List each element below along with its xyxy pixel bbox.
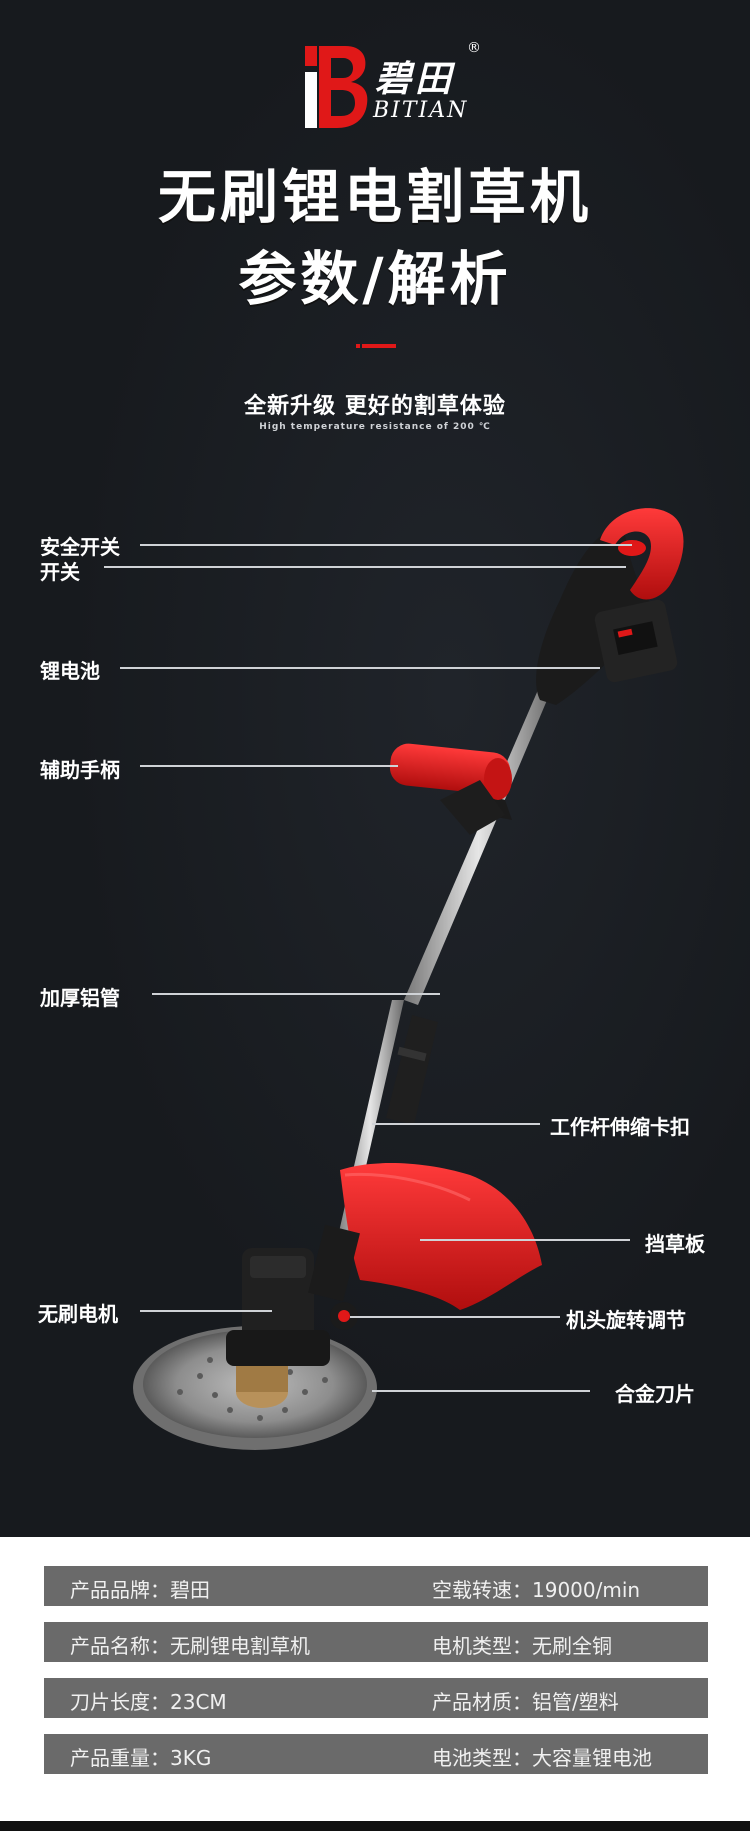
callout-head-rotate: 机头旋转调节 [566, 1308, 686, 1332]
brand-logo-mark-icon [305, 46, 368, 128]
callout-guard: 挡草板 [645, 1232, 705, 1256]
callout-motor: 无刷电机 [38, 1302, 118, 1326]
spec-weight: 产品重量：3KG [70, 1746, 212, 1770]
spec-speed: 空载转速：19000/min [432, 1578, 641, 1602]
red-divider [362, 344, 396, 348]
red-top-handle [600, 508, 684, 600]
spec-material: 产品材质：铝管/塑料 [432, 1690, 619, 1714]
callout-aux-handle: 辅助手柄 [40, 758, 120, 782]
spec-row: 产品名称：无刷锂电割草机 电机类型：无刷全铜 [44, 1622, 708, 1662]
line-aux-handle [140, 765, 398, 767]
grass-guard [340, 1163, 542, 1310]
callout-tube: 加厚铝管 [40, 986, 120, 1010]
callout-battery: 锂电池 [40, 659, 100, 683]
line-head-rotate [350, 1316, 560, 1318]
line-safety-switch [140, 544, 632, 546]
spec-row: 产品重量：3KG 电池类型：大容量锂电池 [44, 1734, 708, 1774]
logo-chinese-name: 碧田 [375, 58, 456, 100]
line-tube [152, 993, 440, 995]
callout-safety-switch: 安全开关 [40, 535, 120, 559]
line-switch [104, 566, 626, 568]
grass-trimmer-illustration [133, 508, 684, 1450]
divider-dot [356, 344, 360, 348]
spec-battery-type: 电池类型：大容量锂电池 [432, 1746, 652, 1770]
callout-blade: 合金刀片 [615, 1382, 695, 1406]
spec-row: 产品品牌：碧田 空载转速：19000/min [44, 1566, 708, 1606]
line-blade [372, 1390, 590, 1392]
aluminum-tube [404, 683, 553, 1005]
callout-telescopic-clip: 工作杆伸缩卡扣 [550, 1115, 690, 1139]
subtitle: 全新升级 更好的割草体验 [244, 394, 506, 419]
head-rotate-knob [338, 1310, 350, 1322]
telescopic-clip [386, 1015, 438, 1125]
line-guard [420, 1239, 630, 1241]
logo-english-name: BITIAN [373, 98, 469, 123]
bottom-bar [0, 1821, 750, 1831]
line-telescopic-clip [372, 1123, 540, 1125]
spec-motor-type: 电机类型：无刷全铜 [432, 1634, 612, 1658]
spec-row: 刀片长度：23CM 产品材质：铝管/塑料 [44, 1678, 708, 1718]
dark-hero-section [0, 0, 750, 1537]
subtitle-english: High temperature resistance of 200 ℃ [259, 422, 491, 432]
page-title-line1: 无刷锂电割草机 [157, 163, 592, 231]
spec-brand: 产品品牌：碧田 [70, 1578, 210, 1602]
line-motor [140, 1310, 272, 1312]
brand-logo: 碧田 ® BITIAN [305, 40, 495, 130]
registered-mark: ® [467, 40, 481, 56]
line-battery [120, 667, 600, 669]
page-title-line2: 参数/解析 [238, 245, 512, 313]
spec-blade-length: 刀片长度：23CM [70, 1690, 227, 1714]
callout-switch: 开关 [40, 560, 80, 584]
spec-name: 产品名称：无刷锂电割草机 [70, 1634, 310, 1658]
